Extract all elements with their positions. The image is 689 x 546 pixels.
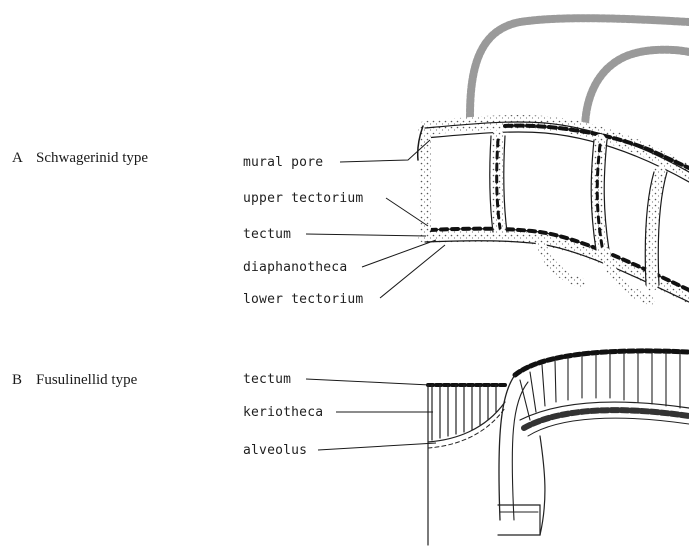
leader-tectum-a [306,234,426,236]
main-wall-band [425,122,689,172]
leader-mural-pore [340,140,430,162]
panel-b-leaders [306,379,436,450]
leader-alveolus [318,443,436,450]
schwagerinid-wall-drawing [418,18,689,302]
alveolus-layer [524,410,689,428]
leader-tectum-b [306,379,430,385]
fusulinellid-wall-drawing [428,351,689,545]
outer-chambers [470,18,689,130]
leader-lower-tectorium [380,245,445,298]
leader-diaphanotheca [362,240,436,267]
keriotheca-arch-tectum [515,351,689,375]
